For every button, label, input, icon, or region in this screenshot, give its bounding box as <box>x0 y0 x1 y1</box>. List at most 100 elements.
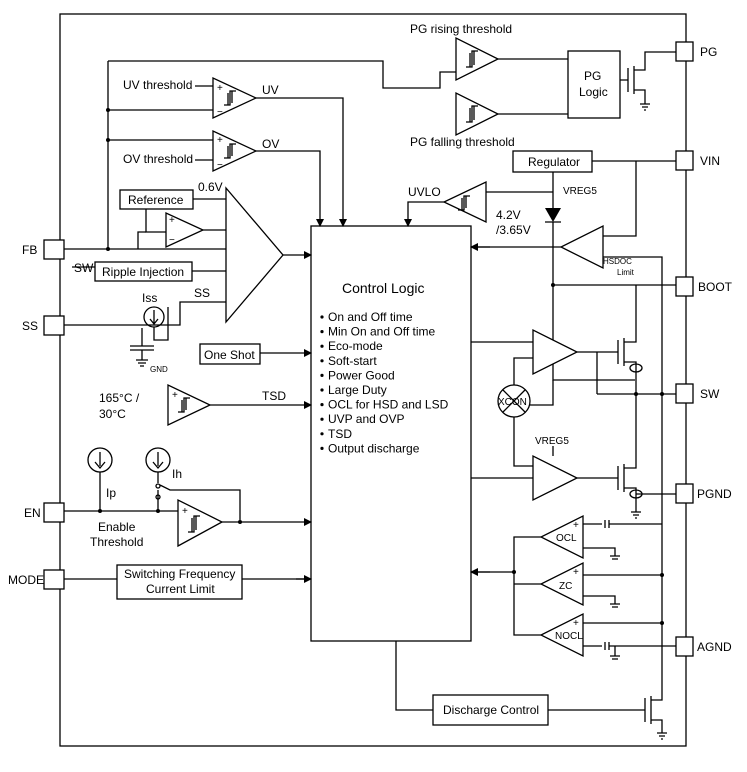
svg-text:−: − <box>217 160 223 171</box>
low-side-driver: VREG5 <box>471 394 676 519</box>
bullet-icon <box>320 446 324 450</box>
pin-fb-label: FB <box>22 243 37 257</box>
control-feature-item: Power Good <box>328 368 395 382</box>
svg-text:+: + <box>573 567 579 578</box>
zc-label: ZC <box>559 581 572 592</box>
vreg5-top-label: VREG5 <box>563 186 597 197</box>
bullet-icon <box>320 417 324 421</box>
tsd-comparator <box>167 383 212 427</box>
reference-group: Reference 0.6V + − <box>119 180 226 249</box>
ocl-comparator <box>539 514 584 560</box>
uv-threshold-label: UV threshold <box>123 78 192 92</box>
pg-rising-label: PG rising threshold <box>410 22 512 36</box>
zc-comparator-group: + ZC <box>539 561 662 608</box>
bullet-icon <box>320 344 324 348</box>
control-feature-item: Soft-start <box>328 354 377 368</box>
pin-sw-label: SW <box>700 387 720 401</box>
pg-falling-comparator <box>455 91 500 137</box>
pg-logic-label-2: Logic <box>579 85 608 99</box>
control-logic-title: Control Logic <box>342 280 425 296</box>
bullet-icon <box>320 403 324 407</box>
gnd-label: GND <box>150 365 168 374</box>
hysteresis-icon <box>178 397 190 413</box>
en-comparator <box>177 498 224 548</box>
one-shot-block <box>199 343 261 365</box>
tsd-group: 165°C / 30°C + TSD <box>99 383 312 427</box>
uv-comparator-group: UV threshold + − UV <box>108 76 343 226</box>
pg-logic-label-1: PG <box>584 69 601 83</box>
bullet-icon <box>320 432 324 436</box>
svg-text:+: + <box>182 506 188 517</box>
pin-agnd-label: AGND <box>697 640 732 654</box>
nocl-comparator-group: + NOCL <box>539 612 676 660</box>
pin-en-label: EN <box>24 506 41 520</box>
ss-capacitor <box>130 345 154 367</box>
bullet-icon <box>320 315 324 319</box>
zc-comparator <box>539 561 584 607</box>
one-shot-label: One Shot <box>204 348 255 362</box>
pin-pg-label: PG <box>700 45 717 59</box>
hysteresis-icon <box>224 90 236 106</box>
ref-voltage-label: 0.6V <box>198 180 223 194</box>
control-feature-item: Output discharge <box>328 441 420 455</box>
high-side-driver <box>471 285 643 394</box>
pin-boot: BOOT <box>675 276 733 297</box>
pin-boot-label: BOOT <box>698 280 733 294</box>
ip-label: Ip <box>106 486 116 500</box>
pin-pgnd-label: PGND <box>697 487 732 501</box>
temp-label-2: 30°C <box>99 407 126 421</box>
svg-text:+: + <box>217 83 223 94</box>
control-feature-item: UVP and OVP <box>328 412 405 426</box>
svg-text:−: − <box>169 235 175 246</box>
pg-rising-comparator <box>455 36 500 82</box>
svg-text:+: + <box>573 618 579 629</box>
switching-frequency-block <box>116 564 243 600</box>
ground-icon <box>631 511 641 519</box>
one-shot-group: One Shot <box>199 343 312 365</box>
hs-nmos <box>617 285 637 394</box>
ground-icon <box>657 732 667 740</box>
bullet-icon <box>320 373 324 377</box>
sfcl-label-1: Switching Frequency <box>124 567 235 581</box>
vreg5-mid-label: VREG5 <box>535 436 569 447</box>
hysteresis-icon <box>466 105 478 123</box>
hysteresis-icon <box>188 515 200 533</box>
ripple-injection-group: SW Ripple Injection <box>72 261 226 282</box>
bootstrap-diode <box>545 208 561 222</box>
control-feature-item: Large Duty <box>328 383 387 397</box>
regulator-label: Regulator <box>528 155 580 169</box>
uv-comparator <box>212 76 258 120</box>
svg-text:−: − <box>217 107 223 118</box>
hsdoc-comparator <box>559 224 604 270</box>
control-feature-item: Eco-mode <box>328 339 383 353</box>
ripple-injection-label: Ripple Injection <box>102 265 184 279</box>
control-feature-item: OCL for HSD and LSD <box>328 398 449 412</box>
pin-ss-label: SS <box>22 319 38 333</box>
pin-vin-label: VIN <box>700 154 720 168</box>
current-sense-icon <box>629 363 643 373</box>
discharge-nmos <box>644 680 663 733</box>
pin-fb: FB <box>22 239 65 260</box>
pin-agnd: AGND <box>675 636 732 657</box>
bullet-icon <box>320 359 324 363</box>
xcon-group: XCON <box>497 357 554 467</box>
bullet-icon <box>320 330 324 334</box>
ocl-comparator-group: + OCL <box>539 514 662 560</box>
enable-threshold-label-2: Threshold <box>90 535 143 549</box>
pg-section: PG rising threshold PG falling threshold… <box>108 22 676 149</box>
hysteresis-icon <box>224 143 236 159</box>
nocl-comparator <box>539 612 584 658</box>
regulator-group: Regulator VREG5 <box>512 150 676 381</box>
pin-en: EN <box>24 502 65 523</box>
uvlo-label: UVLO <box>408 185 441 199</box>
pin-vin: VIN <box>675 150 720 171</box>
ov-output-label: OV <box>262 137 279 151</box>
ov-comparator <box>212 129 258 173</box>
ss-network: Iss SS GND <box>64 286 226 374</box>
svg-text:+: + <box>217 135 223 146</box>
svg-text:+: + <box>172 390 178 401</box>
iss-label: Iss <box>142 291 157 305</box>
uvlo-group: UVLO 4.2V /3.65V <box>408 180 553 237</box>
